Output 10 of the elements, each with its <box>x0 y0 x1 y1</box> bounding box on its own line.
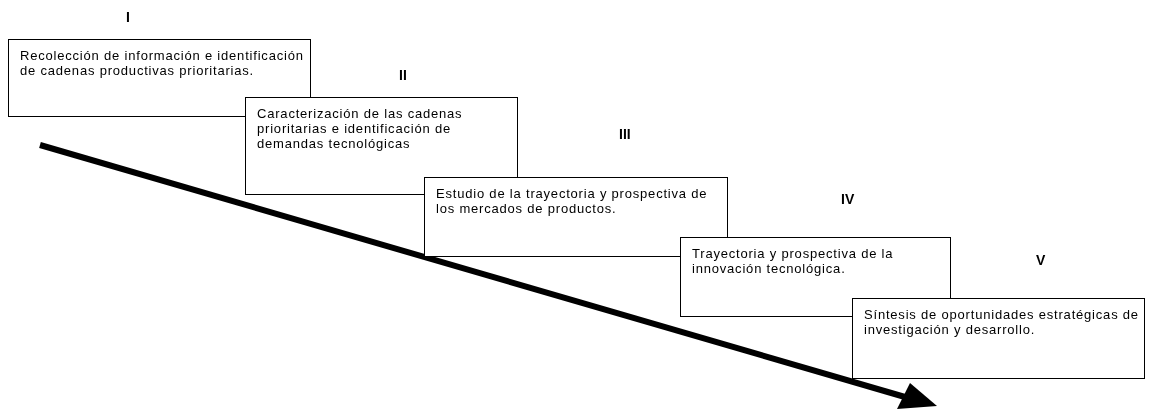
step-text: Caracterización de las cadenas prioritarias e identificación de demandas tecnológicas <box>257 106 464 151</box>
step-text: Recolección de información e identificación de cadenas productivas prioritarias. <box>20 48 305 78</box>
step-text: Síntesis de oportunidades estratégicas de investigación y desarrollo. <box>864 307 1140 337</box>
step-text: Trayectoria y prospectiva de la innovación tecnológica. <box>692 246 895 276</box>
step-number: V <box>1036 252 1046 268</box>
step-text: Estudio de la trayectoria y prospectiva de los mercados de productos. <box>436 186 709 216</box>
step-number: I <box>126 9 130 25</box>
step-number: II <box>399 67 407 83</box>
step-number: III <box>619 126 631 142</box>
step-number: IV <box>841 191 855 207</box>
